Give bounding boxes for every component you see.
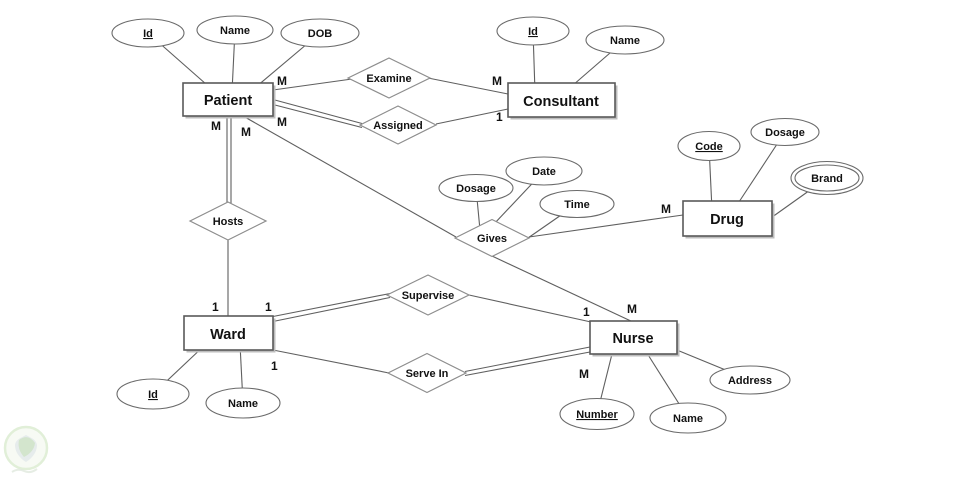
watermark-circle [3, 425, 49, 471]
attribute-gives-time: Time [539, 189, 615, 219]
relationship-gives: Gives [453, 218, 531, 258]
connector-ward-supervise-1 [272, 292, 391, 318]
attribute-drug-code-label: Code [695, 141, 723, 153]
connector-assigned-consultant [435, 108, 509, 125]
attribute-ward-name: Name [205, 387, 281, 419]
attribute-drug-code: Code [677, 130, 741, 162]
entity-drug-label: Drug [710, 212, 744, 228]
relationship-examine-label: Examine [366, 73, 411, 85]
connector-patient-assigned-2 [272, 103, 363, 129]
attribute-gives-date: Date [505, 156, 583, 186]
entity-nurse-label: Nurse [612, 331, 653, 347]
cardinality-labels: M M M 1 M M 1 1 1 M 1 M M [211, 74, 671, 381]
attribute-patient-id-label: Id [143, 28, 153, 40]
cardinality-supervise-nurse: 1 [583, 305, 590, 319]
connector-servein-nurse-1 [464, 346, 591, 373]
attribute-drug-dosage-label: Dosage [765, 127, 805, 139]
entity-drug: Drug [682, 200, 775, 239]
connector-patient-assigned-1 [272, 98, 363, 125]
connector-servein-nurse-2 [464, 351, 591, 377]
cardinality-examine-consultant: M [492, 74, 502, 88]
connector-patient-gives [242, 115, 457, 238]
entity-patient: Patient [182, 82, 276, 119]
attribute-consultant-name: Name [585, 25, 665, 55]
relationship-supervise: Supervise [385, 274, 471, 316]
attribute-nurse-address-label: Address [728, 375, 772, 387]
cardinality-ward-supervise: 1 [265, 300, 272, 314]
cardinality-serve-in-nurse: M [579, 367, 589, 381]
attribute-nurse-name: Name [649, 402, 727, 434]
connector-supervise-nurse [468, 294, 592, 323]
entity-nurse: Nurse [589, 320, 680, 357]
attribute-gives-date-label: Date [532, 166, 556, 178]
entity-consultant-label: Consultant [523, 94, 599, 110]
attribute-consultant-id: Id [496, 16, 570, 46]
connector-examine-consultant [427, 77, 509, 95]
connector-patient-examine [272, 78, 353, 91]
attribute-patient-dob-label: DOB [308, 28, 333, 40]
cardinality-patient-assigned: M [277, 115, 287, 129]
entity-ward: Ward [183, 315, 276, 353]
attribute-nurse-number: Number [559, 397, 635, 431]
entity-ward-label: Ward [210, 327, 246, 343]
relationship-serve-in-label: Serve In [406, 368, 449, 380]
cardinality-gives-drug: M [661, 202, 671, 216]
attribute-patient-dob: DOB [280, 18, 360, 48]
relationship-examine: Examine [346, 57, 432, 99]
attribute-patient-name-label: Name [220, 25, 250, 37]
relationship-assigned-label: Assigned [373, 120, 423, 132]
connector-gives-nurse [491, 255, 634, 323]
connector-ward-supervise-2 [272, 296, 391, 323]
attribute-gives-time-label: Time [564, 199, 589, 211]
attribute-ward-id-label: Id [148, 389, 158, 401]
attribute-ward-name-label: Name [228, 398, 258, 410]
watermark-script-mark [11, 468, 38, 474]
watermark-logo [3, 425, 49, 474]
attribute-ward-id: Id [116, 378, 190, 410]
attribute-drug-dosage: Dosage [750, 117, 820, 147]
watermark-shield-icon [15, 435, 37, 462]
entity-consultant: Consultant [507, 82, 618, 120]
entity-patient-label: Patient [204, 93, 253, 109]
relationship-serve-in: Serve In [386, 352, 468, 394]
cardinality-ward-serve-in: 1 [271, 359, 278, 373]
attribute-nurse-name-label: Name [673, 413, 703, 425]
attribute-consultant-id-label: Id [528, 26, 538, 38]
attribute-drug-brand: Brand [790, 160, 864, 196]
attribute-patient-id: Id [111, 18, 185, 48]
cardinality-patient-examine: M [277, 74, 287, 88]
attribute-nurse-address: Address [709, 365, 791, 395]
connector-ward-servein [272, 349, 390, 374]
attribute-gives-dosage: Dosage [438, 173, 514, 203]
watermark-leaf-icon [18, 437, 35, 457]
cardinality-patient-gives: M [241, 125, 251, 139]
relationship-gives-label: Gives [477, 233, 507, 245]
cardinality-gives-nurse: M [627, 302, 637, 316]
connector-gives-drug [528, 214, 684, 238]
relationship-assigned: Assigned [358, 105, 438, 145]
relationship-supervise-label: Supervise [402, 290, 455, 302]
attribute-consultant-name-label: Name [610, 35, 640, 47]
attribute-patient-name: Name [196, 15, 274, 45]
attribute-drug-brand-label: Brand [811, 173, 843, 185]
cardinality-hosts-ward: 1 [212, 300, 219, 314]
relationship-hosts-label: Hosts [213, 216, 244, 228]
attribute-nurse-number-label: Number [576, 409, 618, 421]
cardinality-patient-hosts: M [211, 119, 221, 133]
relationship-hosts: Hosts [188, 201, 268, 241]
attribute-gives-dosage-label: Dosage [456, 183, 496, 195]
cardinality-assigned-consultant: 1 [496, 110, 503, 124]
